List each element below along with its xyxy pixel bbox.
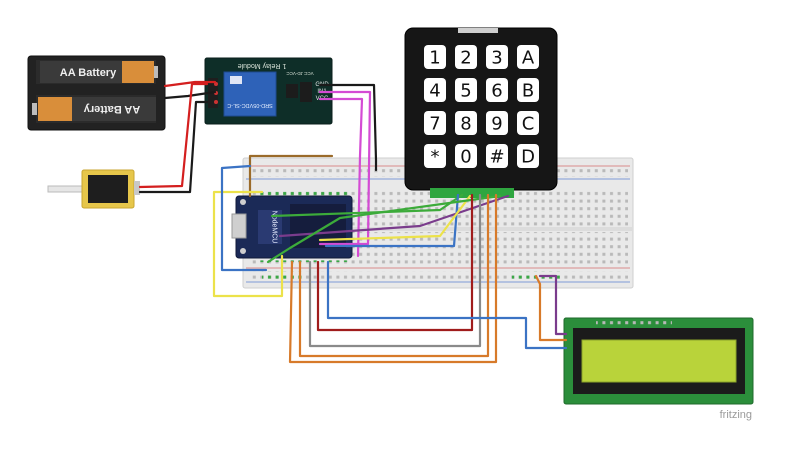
keypad-key-label: 8: [460, 114, 471, 135]
wire-green-keypad-1: [270, 193, 464, 218]
keypad-key-label: 3: [491, 48, 502, 69]
keypad-key[interactable]: [486, 45, 508, 69]
wire-orange-lcd-2: [288, 193, 498, 364]
keypad-key[interactable]: [517, 78, 539, 102]
wire-blue-left: [220, 164, 268, 272]
keypad-key-label: D: [521, 147, 535, 168]
keypad-key-label: 6: [491, 81, 502, 102]
keypad-key[interactable]: [424, 78, 446, 102]
keypad-key[interactable]: [486, 78, 508, 102]
wire-yellow-left: [212, 190, 284, 298]
keypad-key-label: #: [489, 147, 504, 168]
wire-red-battery: [163, 80, 217, 88]
keypad-key[interactable]: [486, 111, 508, 135]
wire-purple-lcd: [538, 274, 568, 336]
fritzing-brand: fritzing: [720, 409, 752, 421]
wire-gray-lcd: [308, 193, 482, 348]
keypad-key[interactable]: [517, 111, 539, 135]
battery-top: AA Battery: [36, 60, 158, 84]
keypad-key-label: 1: [429, 48, 440, 69]
keypad-key[interactable]: [455, 111, 477, 135]
battery-bottom: AA Battery: [32, 95, 156, 123]
relay-module: SRD-05VDC-SL-C 1 Relay Module VCC JD-VCC…: [204, 57, 333, 125]
keypad-key-label: A: [522, 48, 535, 69]
wire-black-solenoid: [138, 100, 209, 194]
wires: [138, 80, 568, 364]
keypad-key[interactable]: [486, 144, 508, 168]
keypad-key[interactable]: [455, 78, 477, 102]
keypad-key-label: 4: [429, 81, 440, 102]
keypad-key[interactable]: [424, 45, 446, 69]
keypad-key-label: C: [522, 114, 535, 135]
wire-magenta-relay-vcc: [318, 97, 364, 258]
relay-part-number: SRD-05VDC-SL-C: [227, 102, 273, 108]
relay-top-pins: VCC JD-VCC: [286, 71, 314, 76]
relay-title: 1 Relay Module: [238, 62, 287, 69]
nodemcu-board: NodeMCU: [231, 195, 353, 259]
battery-label-bottom: AA Battery: [83, 103, 140, 115]
keypad-key-label: B: [522, 81, 534, 102]
nodemcu-brand: NodeMCU: [271, 211, 278, 244]
wire-black-battery: [163, 90, 217, 100]
wire-blue-lcd: [326, 260, 568, 350]
keypad-key-label: 0: [460, 147, 471, 168]
wire-orange-lcd-1: [298, 193, 490, 358]
keypad-key-label: 7: [429, 114, 440, 135]
keypad-key[interactable]: [455, 144, 477, 168]
wire-black-relay-gnd: [318, 83, 378, 172]
keypad-key[interactable]: [517, 144, 539, 168]
solenoid: [47, 169, 140, 209]
battery-pack: AA Battery AA Battery: [27, 55, 166, 131]
keypad-key-label: 5: [460, 81, 471, 102]
wire-brown-relay: [248, 154, 334, 198]
wire-green-keypad-2: [266, 194, 502, 264]
keypad-key[interactable]: [455, 45, 477, 69]
keypad-key[interactable]: [517, 45, 539, 69]
wire-red-lcd: [316, 193, 474, 332]
keypad-key-label: 2: [460, 48, 471, 69]
wire-red-solenoid: [138, 82, 209, 189]
wire-yellow-keypad: [318, 194, 472, 242]
battery-label-top: AA Battery: [60, 67, 117, 79]
wire-orange-lcd-3: [534, 274, 568, 342]
lcd-module: [563, 317, 754, 405]
wire-magenta-relay-in1: [318, 90, 372, 246]
keypad-key[interactable]: [424, 144, 446, 168]
wire-purple-keypad: [278, 194, 510, 238]
keypad-key[interactable]: [424, 111, 446, 135]
keypad-key-label: 9: [491, 114, 502, 135]
keypad-key-label: *: [431, 147, 440, 168]
